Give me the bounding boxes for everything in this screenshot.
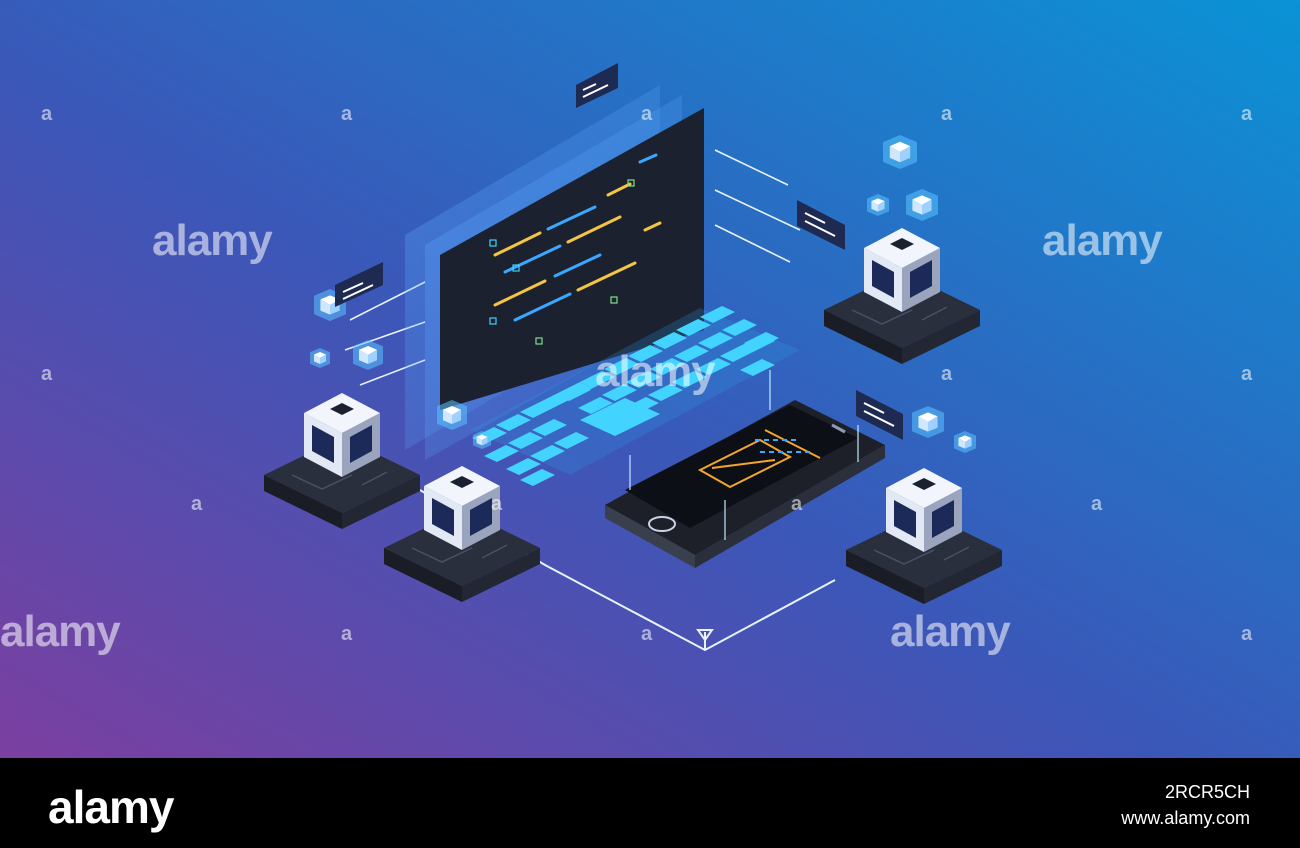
server-node [824, 228, 980, 364]
cube-icon [912, 406, 944, 438]
signal-line [714, 224, 791, 263]
cube-icon [906, 189, 938, 221]
chat-bubble-icon [576, 63, 618, 108]
signal-line [714, 149, 789, 186]
laptop-screen [440, 108, 704, 410]
signal-line [714, 189, 801, 231]
footer-logo: alamy [48, 781, 174, 833]
chat-bubble-icon [856, 390, 903, 440]
cube-icon [954, 431, 976, 453]
cube-icon [867, 194, 889, 216]
cube-icon [883, 135, 917, 169]
server-node [846, 468, 1002, 604]
holographic-keyboard [470, 308, 800, 475]
cube-icon [353, 340, 383, 370]
isometric-scene: alamy alamy alamy alamy alamy a a a a a … [0, 0, 1300, 758]
screen-code [489, 153, 662, 345]
network-node-marker [696, 629, 714, 642]
footer-bar: alamy 2RCR5CH www.alamy.com [0, 758, 1300, 848]
server-node [384, 466, 540, 602]
chat-bubble-icon [797, 200, 845, 250]
scene-artwork [0, 0, 1300, 758]
cube-icon [473, 431, 491, 449]
cube-icon [310, 348, 330, 368]
smartphone [605, 370, 885, 568]
footer-url[interactable]: www.alamy.com [1121, 808, 1250, 828]
server-node [264, 393, 420, 529]
chat-bubble-icon [335, 262, 383, 307]
cube-icon [437, 400, 467, 430]
keyboard-keys [472, 306, 779, 486]
image-id: 2RCR5CH [1164, 782, 1250, 802]
